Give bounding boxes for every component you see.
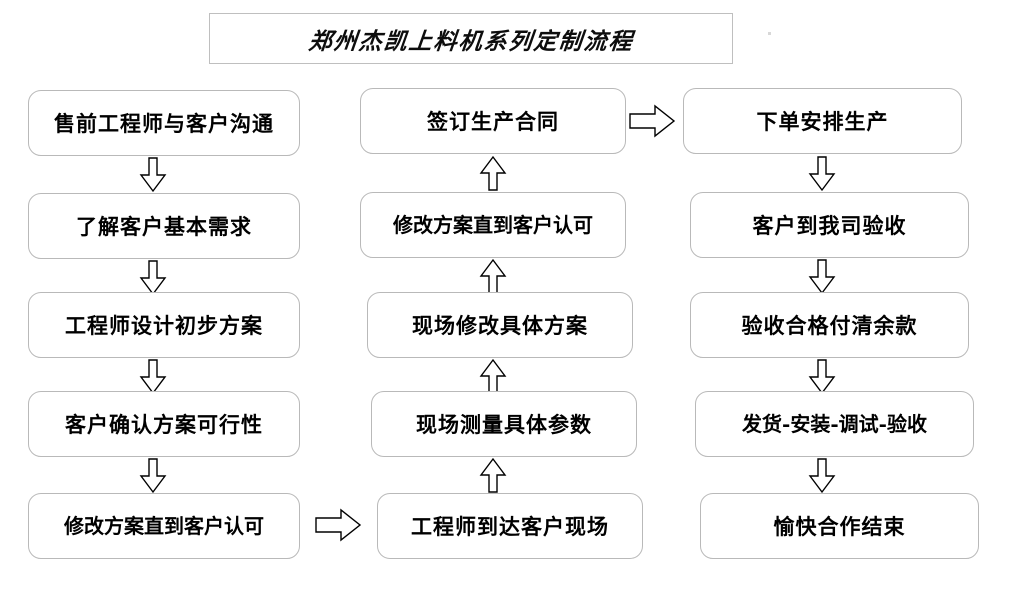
flow-node-label: 验收合格付清余款 bbox=[741, 312, 918, 338]
flow-node-c1n3[interactable]: 工程师设计初步方案 bbox=[28, 292, 300, 358]
flow-node-c2n1[interactable]: 签订生产合同 bbox=[360, 88, 626, 154]
arrow-right-icon bbox=[315, 508, 362, 542]
arrow-down-icon bbox=[139, 260, 167, 296]
arrow-down-icon bbox=[139, 458, 167, 494]
flow-node-c1n2[interactable]: 了解客户基本需求 bbox=[28, 193, 300, 259]
arrow-down-icon bbox=[808, 156, 836, 192]
flow-node-c2n2[interactable]: 修改方案直到客户认可 bbox=[360, 192, 626, 258]
arrow-up-icon bbox=[479, 155, 507, 191]
flow-node-c1n5[interactable]: 修改方案直到客户认可 bbox=[28, 493, 300, 559]
title-text: 郑州杰凯上料机系列定制流程 bbox=[306, 27, 635, 55]
arrow-up-icon bbox=[479, 258, 507, 294]
flow-node-label: 客户到我司验收 bbox=[752, 212, 907, 238]
arrow-down-icon bbox=[808, 259, 836, 295]
flow-node-label: 修改方案直到客户认可 bbox=[64, 514, 264, 538]
arrow-right-icon bbox=[629, 104, 676, 138]
stray-speck bbox=[768, 32, 771, 35]
flow-node-c3n3[interactable]: 验收合格付清余款 bbox=[690, 292, 969, 358]
flow-node-c2n5[interactable]: 工程师到达客户现场 bbox=[377, 493, 643, 559]
arrow-up-icon bbox=[479, 358, 507, 394]
flow-node-c3n5[interactable]: 愉快合作结束 bbox=[700, 493, 979, 559]
flow-node-label: 了解客户基本需求 bbox=[76, 213, 252, 239]
flow-node-c2n3[interactable]: 现场修改具体方案 bbox=[367, 292, 633, 358]
flow-node-label: 修改方案直到客户认可 bbox=[393, 213, 593, 237]
arrow-down-icon bbox=[808, 359, 836, 395]
flow-node-label: 工程师到达客户现场 bbox=[411, 513, 609, 539]
flow-node-label: 客户确认方案可行性 bbox=[65, 411, 263, 437]
arrow-down-icon bbox=[139, 157, 167, 193]
flow-node-label: 现场测量具体参数 bbox=[416, 411, 592, 437]
flow-node-c2n4[interactable]: 现场测量具体参数 bbox=[371, 391, 637, 457]
flow-node-label: 发货-安装-调试-验收 bbox=[742, 412, 927, 436]
flow-node-c3n2[interactable]: 客户到我司验收 bbox=[690, 192, 969, 258]
flow-node-label: 下单安排生产 bbox=[756, 108, 889, 134]
flow-node-label: 签订生产合同 bbox=[427, 108, 559, 134]
flow-node-label: 售前工程师与客户沟通 bbox=[54, 110, 274, 136]
arrow-down-icon bbox=[139, 359, 167, 395]
flow-node-c1n1[interactable]: 售前工程师与客户沟通 bbox=[28, 90, 300, 156]
flow-node-c1n4[interactable]: 客户确认方案可行性 bbox=[28, 391, 300, 457]
flow-node-label: 愉快合作结束 bbox=[773, 513, 906, 539]
arrow-up-icon bbox=[479, 457, 507, 493]
flow-node-label: 现场修改具体方案 bbox=[412, 312, 588, 338]
flow-node-c3n1[interactable]: 下单安排生产 bbox=[683, 88, 962, 154]
title-banner: 郑州杰凯上料机系列定制流程 bbox=[209, 13, 733, 64]
arrow-down-icon bbox=[808, 458, 836, 494]
flow-node-label: 工程师设计初步方案 bbox=[65, 312, 263, 338]
flow-node-c3n4[interactable]: 发货-安装-调试-验收 bbox=[695, 391, 974, 457]
